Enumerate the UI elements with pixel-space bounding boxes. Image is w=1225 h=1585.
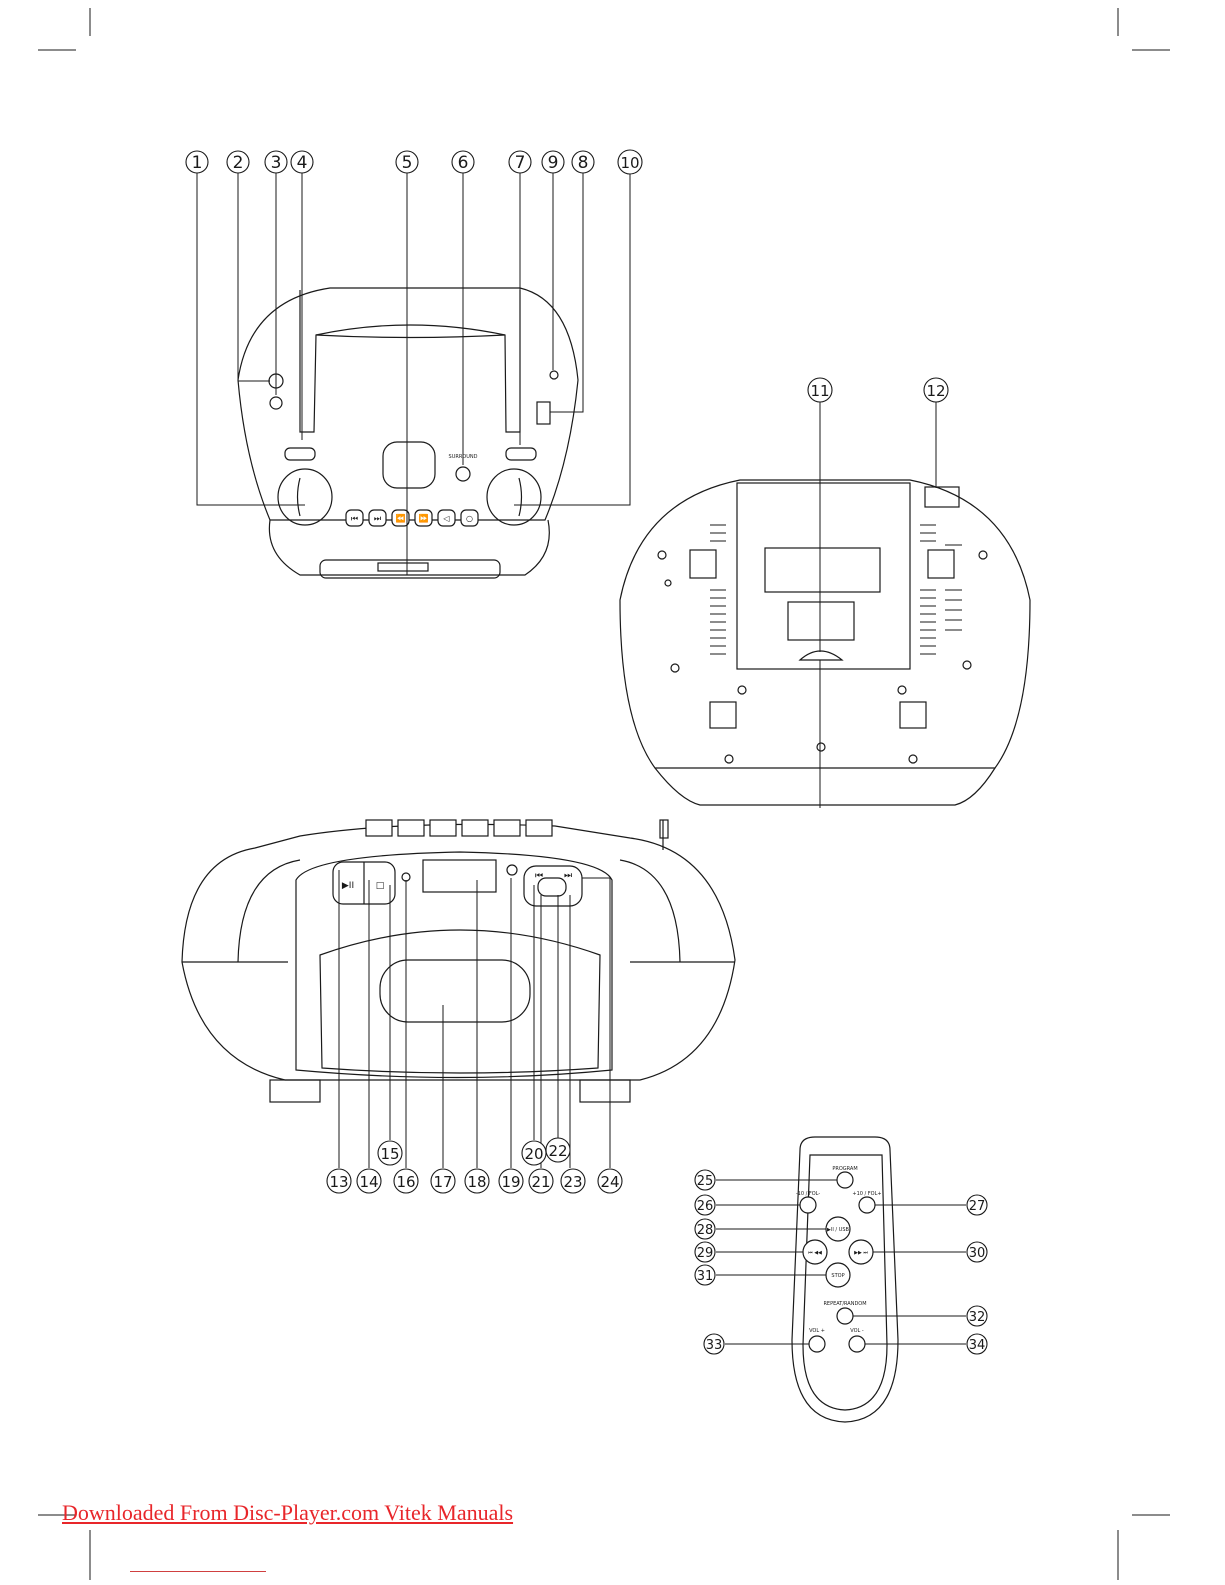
remote-program-label: PROGRAM bbox=[832, 1166, 857, 1172]
callout-34: 34 bbox=[969, 1338, 986, 1353]
callout-31: 31 bbox=[697, 1269, 714, 1284]
callout-30: 30 bbox=[969, 1246, 986, 1261]
remote-rewind-label: ⏮ ◀◀ bbox=[808, 1250, 822, 1256]
callout-17: 17 bbox=[433, 1173, 452, 1191]
callout-1: 1 bbox=[192, 153, 203, 173]
top-button-label: ⏩ bbox=[419, 513, 429, 523]
remote-stop-label: STOP bbox=[831, 1273, 844, 1279]
callout-4: 4 bbox=[297, 153, 308, 173]
top-button-label: ⏪ bbox=[396, 513, 406, 523]
callout-27: 27 bbox=[969, 1199, 986, 1214]
remote-buttons bbox=[800, 1172, 875, 1352]
next-label: ⏭ bbox=[564, 871, 572, 881]
callout-33: 33 bbox=[706, 1338, 723, 1353]
callout-16: 16 bbox=[396, 1173, 415, 1191]
callout-25: 25 bbox=[697, 1174, 714, 1189]
top-button-label: ◁ bbox=[442, 514, 449, 523]
callout-5: 5 bbox=[402, 153, 413, 173]
remote-forward-label: ▶▶ ⏭ bbox=[854, 1250, 868, 1256]
callout-15: 15 bbox=[380, 1145, 399, 1163]
top-button-label: ⏮ bbox=[351, 514, 358, 523]
front-control-buttons bbox=[333, 862, 582, 906]
crop-marks bbox=[38, 8, 1170, 1580]
callout-3: 3 bbox=[271, 153, 282, 173]
callout-23: 23 bbox=[563, 1173, 582, 1191]
callout-9: 9 bbox=[548, 153, 559, 173]
top-button-label: ⏭ bbox=[374, 514, 381, 523]
remote-minus10-label: -10 / FOL- bbox=[796, 1191, 821, 1197]
callout-6: 6 bbox=[458, 153, 469, 173]
callout-29: 29 bbox=[697, 1246, 714, 1261]
callout-8: 8 bbox=[578, 153, 589, 173]
callout-20: 20 bbox=[524, 1145, 543, 1163]
remote-vol-plus-label: VOL + bbox=[809, 1328, 825, 1334]
remote-repeat-random-label: REPEAT/RANDOM bbox=[823, 1301, 866, 1307]
front-top-keys bbox=[366, 820, 552, 836]
callout-24: 24 bbox=[600, 1173, 619, 1191]
prev-label: ⏮ bbox=[535, 871, 543, 881]
callout-32: 32 bbox=[969, 1310, 986, 1325]
callout-10: 10 bbox=[620, 154, 639, 172]
top-leader-lines bbox=[197, 172, 630, 575]
callout-7: 7 bbox=[515, 153, 526, 173]
back-view-unit bbox=[620, 480, 1030, 805]
footer-rule bbox=[130, 1571, 266, 1572]
callout-12: 12 bbox=[926, 382, 945, 400]
callout-22: 22 bbox=[548, 1142, 567, 1160]
stop-label: □ bbox=[376, 881, 385, 891]
top-button-label: ○ bbox=[466, 514, 473, 523]
back-leader-lines bbox=[820, 402, 936, 808]
top-view-unit bbox=[238, 288, 578, 578]
callout-2: 2 bbox=[233, 153, 244, 173]
front-leader-lines bbox=[339, 870, 610, 1168]
callout-19: 19 bbox=[501, 1173, 520, 1191]
top-control-buttons bbox=[346, 510, 478, 526]
play-pause-label: ▶II bbox=[342, 881, 354, 891]
front-view-unit bbox=[182, 820, 735, 1102]
callout-11: 11 bbox=[810, 382, 829, 400]
back-vents bbox=[710, 525, 962, 654]
callout-21: 21 bbox=[531, 1173, 550, 1191]
callout-13: 13 bbox=[329, 1173, 348, 1191]
remote-vol-minus-label: VOL - bbox=[850, 1328, 864, 1334]
callout-26: 26 bbox=[697, 1199, 714, 1214]
remote-plus10-label: +10 / FOL+ bbox=[852, 1191, 881, 1197]
remote-play-usb-label: ▶II / USB bbox=[827, 1227, 849, 1233]
callout-18: 18 bbox=[467, 1173, 486, 1191]
callout-14: 14 bbox=[359, 1173, 378, 1191]
callout-28: 28 bbox=[697, 1223, 714, 1238]
footer-download-link[interactable]: Downloaded From Disc-Player.com Vitek Ma… bbox=[62, 1500, 513, 1526]
